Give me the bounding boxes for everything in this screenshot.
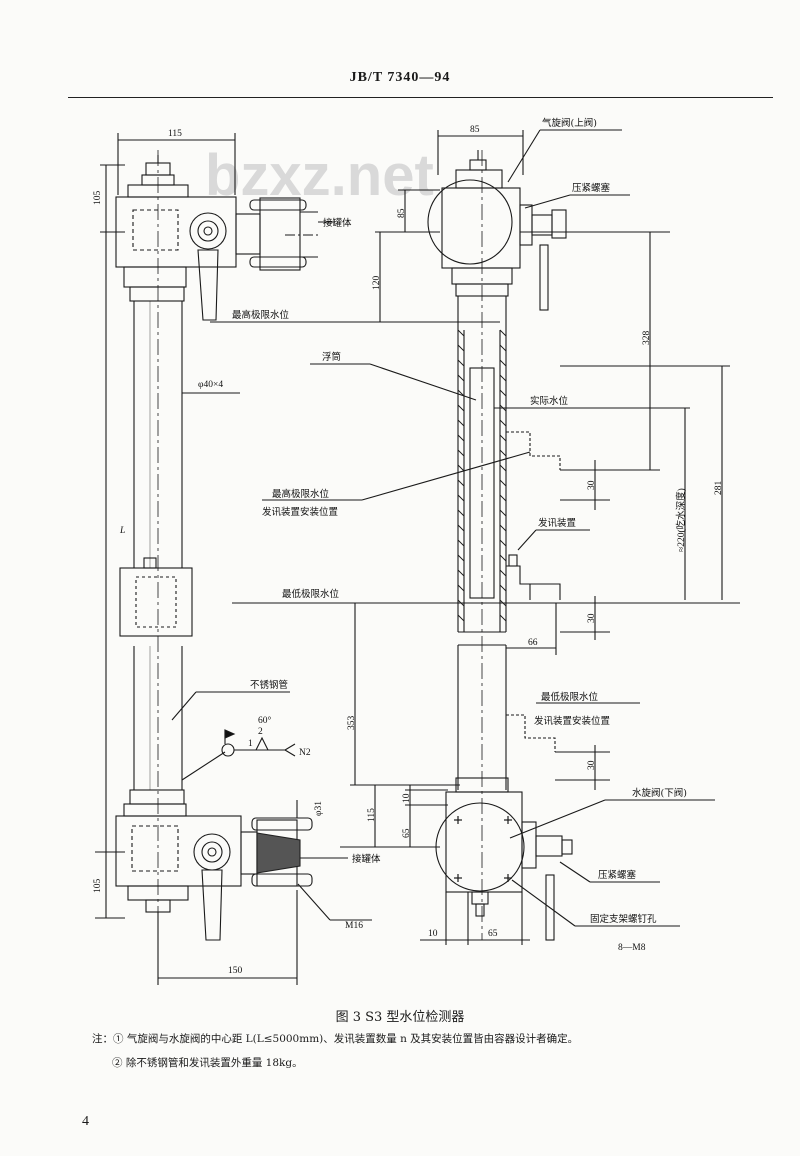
dim-phi31: φ31 bbox=[314, 801, 324, 816]
label-fix-hole: 固定支架螺钉孔 bbox=[590, 913, 657, 925]
label-max-level-right: 最高极限水位 bbox=[272, 488, 330, 500]
label-packing-nut-top: 压紧螺塞 bbox=[572, 182, 611, 194]
weld-angle: 60° bbox=[258, 715, 272, 726]
label-packing-nut-bottom: 压紧螺塞 bbox=[598, 869, 637, 881]
dim-65a: 65 bbox=[402, 828, 412, 838]
page-number: 4 bbox=[82, 1114, 89, 1129]
label-max-level-left: 最高极限水位 bbox=[232, 309, 290, 321]
weld-n2: N2 bbox=[299, 748, 311, 758]
left-view: 115 接罐体 φ40×4 bbox=[93, 129, 381, 985]
standard-header: JB/T 7340—94 bbox=[349, 70, 451, 85]
dim-353: 353 bbox=[347, 716, 357, 731]
label-m16: M16 bbox=[345, 921, 363, 931]
label-connector-bottom: 接罐体 bbox=[352, 853, 381, 865]
label-stainless-pipe: 不锈钢管 bbox=[250, 679, 288, 691]
dim-30a: 30 bbox=[587, 480, 597, 490]
label-bolt-spec: 8—M8 bbox=[618, 943, 646, 953]
dim-10b: 10 bbox=[428, 929, 438, 939]
dim-L: L bbox=[119, 526, 125, 536]
note-2: ② 除不锈钢管和发讯装置外重量 18kg。 bbox=[112, 1057, 303, 1069]
dim-30c: 30 bbox=[587, 760, 597, 770]
dim-105-bottom: 105 bbox=[93, 879, 103, 894]
label-min-level-lower: 最低极限水位 bbox=[541, 691, 599, 703]
header-rule bbox=[68, 97, 773, 98]
watermark: bzxz.net bbox=[205, 143, 434, 208]
note-1: 注：① 气旋阀与水旋阀的中心距 L(L≤5000mm)、发讯装置数量 n 及其安… bbox=[92, 1033, 579, 1045]
dim-328: 328 bbox=[642, 331, 652, 346]
label-gas-valve: 气旋阀(上阀) bbox=[542, 117, 597, 129]
dim-120: 120 bbox=[372, 276, 382, 291]
label-connector-top: 接罐体 bbox=[323, 217, 352, 229]
dim-115: 115 bbox=[168, 129, 182, 139]
dim-150: 150 bbox=[228, 966, 243, 976]
dim-85-top: 85 bbox=[470, 125, 480, 135]
dim-65b: 65 bbox=[488, 929, 498, 939]
dim-281: 281 bbox=[714, 481, 724, 496]
label-water-valve: 水旋阀(下阀) bbox=[632, 787, 687, 799]
label-min-level: 最低极限水位 bbox=[282, 588, 340, 600]
dim-66: 66 bbox=[528, 638, 538, 648]
dim-115-low: 115 bbox=[367, 808, 377, 822]
weld-1: 1 bbox=[248, 739, 253, 749]
dim-30b: 30 bbox=[587, 613, 597, 623]
label-signal-pos-lower: 发讯装置安装位置 bbox=[534, 715, 610, 727]
dim-phi40: φ40×4 bbox=[198, 380, 223, 390]
dim-105-top: 105 bbox=[93, 191, 103, 206]
label-actual-level: 实际水位 bbox=[530, 395, 569, 407]
label-float: 浮筒 bbox=[322, 351, 341, 363]
weld-2: 2 bbox=[258, 727, 263, 737]
label-signal-pos-top: 发讯装置安装位置 bbox=[262, 506, 338, 518]
dim-220: ≈220(吃水深度) bbox=[675, 488, 687, 552]
right-view: 85 气旋阀(上阀) 压紧螺塞 85 120 bbox=[232, 117, 740, 953]
label-signal-device: 发讯装置 bbox=[538, 517, 576, 529]
dim-10a: 10 bbox=[402, 793, 412, 803]
figure-caption: 图 3 S3 型水位检测器 bbox=[335, 1010, 465, 1025]
technical-drawing: bzxz.net 115 接罐体 φ40×4 bbox=[93, 117, 740, 985]
dim-85-side: 85 bbox=[397, 208, 407, 218]
